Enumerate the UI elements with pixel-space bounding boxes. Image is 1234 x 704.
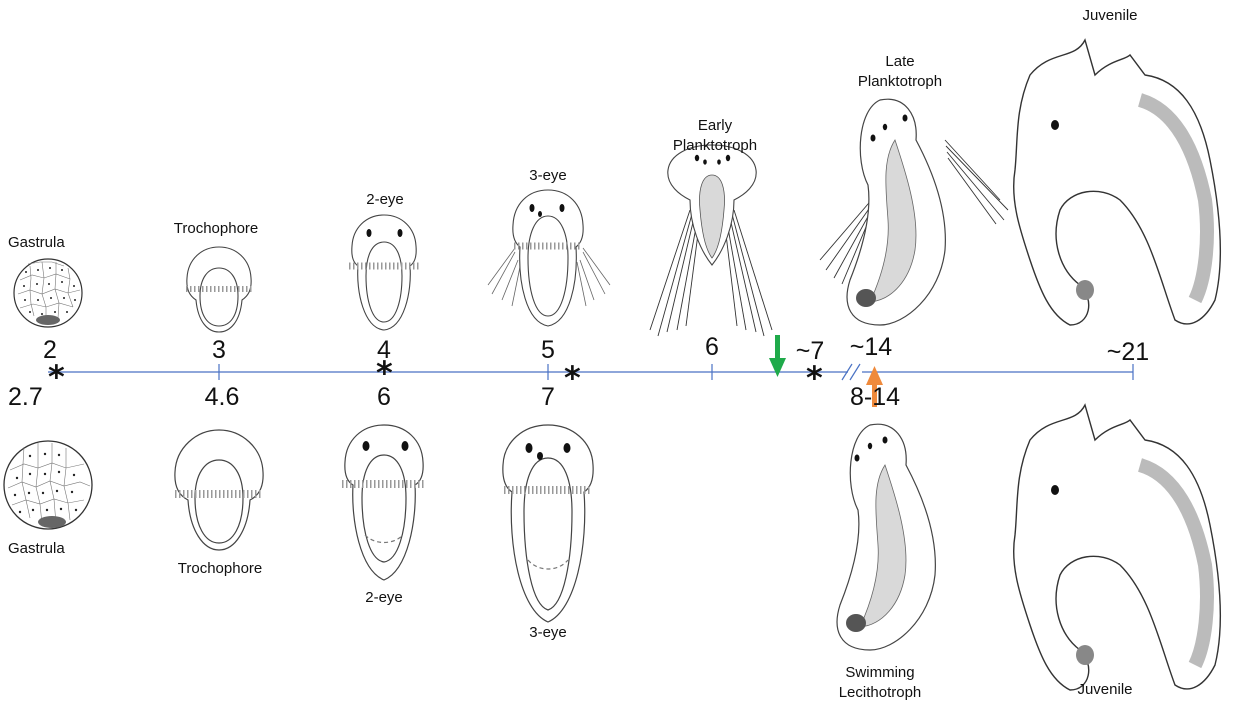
juvenile-bottom-illustration	[1014, 405, 1221, 690]
label-two-eye-top: 2-eye	[350, 190, 420, 210]
asterisk-icon: *	[806, 363, 823, 393]
asterisk-icon: *	[376, 358, 393, 388]
late-planktotroph-illustration	[820, 99, 1008, 325]
two-eye-top-illustration	[349, 215, 419, 330]
label-gastrula-bottom: Gastrula	[8, 539, 88, 559]
time-bottom-8-14: 8-14	[845, 384, 905, 410]
label-late-planktotroph: Late Planktotroph	[840, 52, 960, 92]
label-gastrula-top: Gastrula	[8, 233, 88, 253]
swimming-lecithotroph-illustration	[837, 424, 935, 650]
label-late-planktotroph-line2: Planktotroph	[840, 72, 960, 92]
time-top-5: 5	[536, 337, 560, 363]
label-three-eye-top: 3-eye	[513, 166, 583, 186]
time-top-6: 6	[700, 334, 724, 360]
label-early-planktotroph-line1: Early	[660, 116, 770, 136]
gastrula-bottom-illustration	[4, 441, 92, 529]
label-swimming-lecithotroph: Swimming Lecithotroph	[820, 663, 940, 703]
label-swimming-lecithotroph-line2: Lecithotroph	[820, 683, 940, 703]
three-eye-bottom-illustration	[503, 425, 593, 622]
label-trochophore-top: Trochophore	[156, 219, 276, 239]
time-top-3: 3	[207, 337, 231, 363]
time-bottom-4-6: 4.6	[194, 384, 250, 410]
label-early-planktotroph: Early Planktotroph	[660, 116, 770, 156]
label-juvenile-top: Juvenile	[1065, 6, 1155, 26]
label-juvenile-bottom: Juvenile	[1060, 680, 1150, 700]
label-three-eye-bottom: 3-eye	[513, 623, 583, 643]
label-trochophore-bottom: Trochophore	[160, 559, 280, 579]
time-top-21: ~21	[1100, 339, 1156, 365]
two-eye-bottom-illustration	[342, 425, 426, 580]
gastrula-top-illustration	[14, 259, 82, 327]
asterisk-icon: *	[564, 363, 581, 393]
time-bottom-7: 7	[536, 384, 560, 410]
trochophore-top-illustration	[186, 247, 252, 332]
asterisk-icon: *	[48, 362, 65, 392]
label-late-planktotroph-line1: Late	[840, 52, 960, 72]
time-top-14: ~14	[843, 334, 899, 360]
early-planktotroph-illustration	[650, 145, 772, 336]
down-arrow-icon	[769, 335, 786, 377]
juvenile-top-illustration	[1014, 40, 1221, 325]
label-early-planktotroph-line2: Planktotroph	[660, 136, 770, 156]
label-two-eye-bottom: 2-eye	[349, 588, 419, 608]
three-eye-top-illustration	[488, 190, 610, 326]
trochophore-bottom-illustration	[175, 430, 263, 550]
label-swimming-lecithotroph-line1: Swimming	[820, 663, 940, 683]
